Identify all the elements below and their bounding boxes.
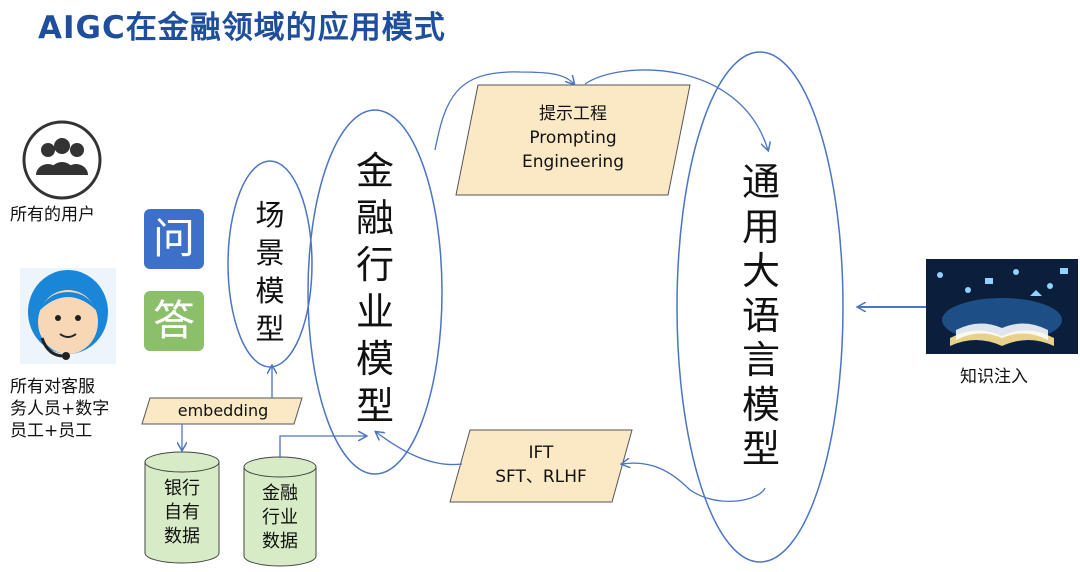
customer-service-avatar-icon <box>20 268 116 364</box>
bank-data-label: 银行 自有 数据 <box>145 477 219 549</box>
prompting-box <box>455 84 691 196</box>
prompting-line: Prompting <box>529 128 617 148</box>
finance-model-char: 融 <box>355 196 394 240</box>
scenario-model-char: 场 <box>255 198 285 232</box>
general-llm-char: 模 <box>741 382 780 427</box>
ift-line: SFT、RLHF <box>495 467 587 487</box>
ift-arrow-in <box>622 463 766 503</box>
bank-data-line: 银行 <box>164 478 200 499</box>
ask-tile: 问 <box>144 209 204 269</box>
ift-arrow-out <box>376 432 463 466</box>
general-llm-char: 通 <box>741 160 780 204</box>
service-staff-label: 所有对客服 务人员+数字 员工+员工 <box>10 376 109 442</box>
general-llm-char: 用 <box>741 204 780 249</box>
general-llm-char: 大 <box>741 249 780 293</box>
embedding-label: embedding <box>177 401 269 420</box>
finance-model-char: 行 <box>355 243 394 287</box>
users-icon <box>22 120 102 200</box>
finance-model-char: 业 <box>355 290 394 334</box>
knowledge-injection-label: 知识注入 <box>960 367 1028 387</box>
bank-data-line: 自有 <box>164 502 200 523</box>
scenario-model-label: 场 景 模 型 <box>250 196 290 348</box>
scenario-model-char: 模 <box>255 274 285 308</box>
prompting-line: 提示工程 <box>539 104 607 124</box>
ift-box <box>449 429 633 503</box>
general-llm-label: 通 用 大 语 言 模 型 <box>736 160 786 472</box>
prompting-box-text: 提示工程 Prompting Engineering <box>480 102 666 174</box>
page-title: AIGC在金融领域的应用模式 <box>38 10 446 46</box>
scenario-model-char: 景 <box>255 236 285 270</box>
all-users-label: 所有的用户 <box>10 205 95 225</box>
service-staff-line: 务人员+数字 <box>10 399 110 419</box>
service-staff-line: 员工+员工 <box>10 421 93 441</box>
general-llm-char: 语 <box>741 293 780 338</box>
general-llm-ellipse <box>676 51 844 563</box>
prompt-arrow-out <box>584 69 768 150</box>
knowledge-book-image <box>926 259 1078 354</box>
embedding-box <box>141 397 303 425</box>
bank-data-line: 数据 <box>164 526 200 547</box>
finance-model-char: 型 <box>355 384 394 428</box>
finance-model-char: 金 <box>355 149 394 193</box>
scenario-model-char: 型 <box>255 312 285 346</box>
service-staff-line: 所有对客服 <box>10 377 95 397</box>
industry-data-line: 数据 <box>262 531 298 552</box>
industry-data-line: 金融 <box>262 483 298 504</box>
ift-box-text: IFT SFT、RLHF <box>462 441 620 489</box>
prompting-line: Engineering <box>522 152 624 172</box>
finance-model-ellipse <box>307 109 443 475</box>
general-llm-char: 言 <box>741 338 780 382</box>
prompt-arrow-in <box>434 71 574 151</box>
finance-model-label: 金 融 行 业 模 型 <box>351 148 399 430</box>
answer-tile: 答 <box>144 291 204 351</box>
industry-data-line: 行业 <box>262 507 298 528</box>
bank-data-cylinder <box>144 451 220 564</box>
industry-data-cylinder <box>243 456 317 567</box>
general-llm-char: 型 <box>741 427 780 471</box>
industry-data-arrow <box>279 436 366 458</box>
ift-line: IFT <box>528 443 554 463</box>
industry-data-label: 金融 行业 数据 <box>244 482 316 554</box>
finance-model-char: 模 <box>355 337 394 381</box>
